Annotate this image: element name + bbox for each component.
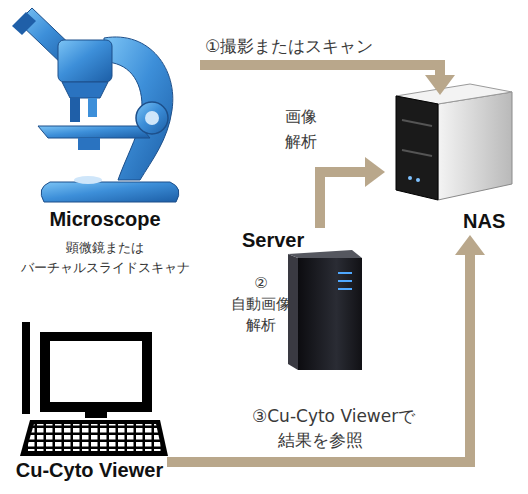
eyepiece-cap <box>12 12 36 35</box>
arrow-label: ①撮影またはスキャン <box>205 35 435 57</box>
server-illustration <box>288 250 362 370</box>
flow-arrow <box>320 172 365 228</box>
nas-led <box>416 178 420 182</box>
nas-bay-line <box>402 150 432 156</box>
nas-illustration <box>396 84 512 200</box>
objective-lens <box>88 98 97 117</box>
server-light <box>338 288 352 290</box>
nas-bay-line <box>402 120 432 126</box>
step-label: ② 自動画像 解析 <box>226 273 296 336</box>
computer-illustration <box>20 322 168 456</box>
server-top <box>288 250 362 258</box>
device-node: Cu-Cyto Viewer <box>12 318 167 494</box>
nas-top <box>396 84 512 104</box>
device-node: NAS <box>385 95 515 235</box>
focus-knob <box>136 102 168 134</box>
microscope-head <box>58 40 112 82</box>
nas-front <box>396 96 438 200</box>
computer-tower <box>22 322 30 414</box>
device-name: Microscope <box>10 207 200 231</box>
server-front <box>298 258 362 370</box>
device-name: Cu-Cyto Viewer <box>12 458 167 482</box>
arrow-label: ③Cu-Cyto Viewerで 結果を参照 <box>252 404 452 452</box>
nosepiece <box>62 82 108 98</box>
condenser <box>78 138 100 150</box>
device-description: 顕微鏡または バーチャルスライドスキャナ <box>10 238 200 278</box>
focus-knob-center <box>145 111 159 125</box>
microscope-stage <box>38 126 150 138</box>
nas-led <box>408 176 412 180</box>
keyboard <box>20 420 168 456</box>
monitor-frame <box>40 332 152 412</box>
device-name: Server <box>242 228 312 252</box>
keyboard-keys <box>26 424 162 451</box>
lamp <box>74 176 102 184</box>
arrow-label: 画像 解析 <box>282 104 320 154</box>
device-node: Microscope 顕微鏡または バーチャルスライドスキャナ <box>10 0 200 290</box>
device-name: NAS <box>463 209 515 233</box>
monitor-stand <box>85 412 107 418</box>
objective-lens <box>70 98 80 122</box>
server-light <box>338 280 352 282</box>
nas-side <box>438 92 512 200</box>
microscope-base <box>41 182 179 202</box>
flow-arrow <box>167 255 470 462</box>
microscope-arm <box>104 37 173 180</box>
flow-arrow <box>200 65 440 75</box>
microscope-illustration <box>12 8 179 202</box>
monitor-screen <box>50 341 142 402</box>
server-light <box>338 272 352 274</box>
eyepiece-tube <box>18 8 78 66</box>
